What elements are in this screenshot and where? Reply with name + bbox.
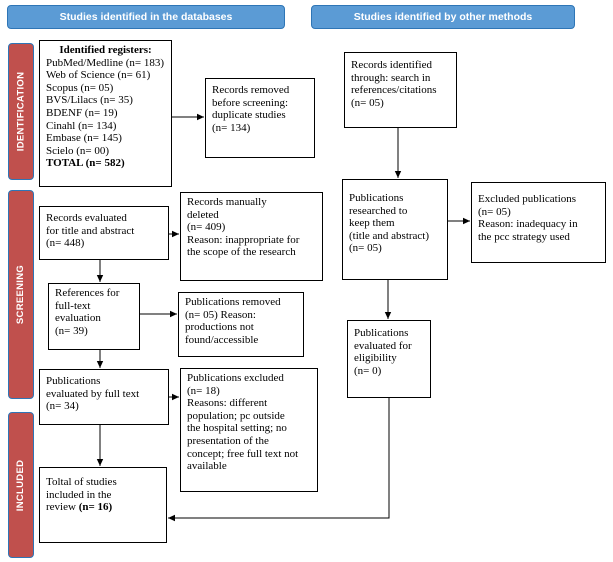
excluded-pubs-line: Excluded publications [478,193,577,205]
included-line: review (n= 16) [46,501,160,514]
records-evaluated-line: Records evaluated [46,212,127,224]
registers-line: Scopus (n= 05) [46,81,114,94]
records-evaluated-line: (n= 448) [46,237,85,250]
full-text-eval-line: Publications [46,375,101,387]
records-other-line: through: search in [351,71,431,84]
researched-line: researched to [349,204,408,217]
pubs-excluded-line: presentation of the [187,434,269,447]
box-evaluated-full-text: Publications evaluated by full text (n= … [39,369,169,425]
box-records-evaluated: Records evaluated for title and abstract… [39,206,169,260]
records-deleted-line: Reason: inappropriate for [187,233,300,246]
eligibility-line: (n= 0) [354,364,382,377]
researched-line: Publications [349,192,404,204]
pubs-excluded-line: available [187,460,227,473]
phase-screening: SCREENING [8,190,34,399]
header-databases-label: Studies identified in the databases [59,11,233,23]
records-evaluated-line: for title and abstract [46,224,135,237]
box-records-removed: Records removed before screening: duplic… [205,78,315,158]
header-other-methods-label: Studies identified by other methods [353,11,533,23]
pubs-excluded-line: (n= 18) [187,384,220,397]
full-text-eval-line: (n= 34) [46,400,79,413]
box-records-deleted: Records manually deleted (n= 409) Reason… [180,192,323,281]
researched-line: (title and abstract) [349,229,430,242]
included-line: included in the [46,488,112,501]
fulltext-ref-line: References for [55,287,120,299]
pubs-excluded-line: Reasons: different [187,397,268,410]
box-records-identified-other: Records identified through: search in re… [344,52,457,128]
records-removed-line: (n= 134) [212,121,251,134]
records-deleted-line: the scope of the research [187,246,296,259]
records-deleted-line: Records manually [187,196,267,208]
included-line: Toltal of studies [46,476,117,488]
pubs-removed-line: found/accessible [185,333,259,346]
records-deleted-line: (n= 409) [187,221,226,234]
pubs-excluded-line: concept; free full text not [187,447,299,460]
records-other-line: references/citations [351,84,437,97]
registers-title: Identified registers: [59,44,152,56]
header-other-methods: Studies identified by other methods [311,5,575,29]
records-other-line: Records identified [351,59,432,71]
box-excluded-publications: Excluded publications (n= 05) Reason: in… [471,182,606,263]
phase-included: INCLUDED [8,412,34,558]
excluded-pubs-line: (n= 05) [478,205,511,218]
records-other-line: (n= 05) [351,96,384,109]
phase-identification: IDENTIFICATION [8,43,34,180]
records-removed-line: duplicate studies [212,109,286,122]
header-databases: Studies identified in the databases [7,5,285,29]
records-deleted-line: deleted [187,208,219,221]
included-review-word: review [46,501,76,514]
box-publications-researched: Publications researched to keep them (ti… [342,179,448,280]
registers-line: BDENF (n= 19) [46,106,118,119]
arrow-eligibility-to-included [168,398,390,522]
eligibility-line: Publications [354,327,409,339]
box-full-text-references: References for full-text evaluation (n= … [48,283,140,350]
records-removed-line: Records removed [212,84,290,96]
researched-line: (n= 05) [349,242,382,255]
pubs-excluded-line: the hospital setting; no [187,422,287,435]
box-evaluated-eligibility: Publications evaluated for eligibility (… [347,320,431,398]
eligibility-line: evaluated for [354,339,412,352]
fulltext-ref-line: evaluation [55,312,101,325]
pubs-removed-line: (n= 05) Reason: [185,308,256,321]
registers-line: Scielo (n= 00) [46,144,110,157]
pubs-removed-line: productions not [185,321,254,334]
registers-line: PubMed/Medline (n= 183) [46,56,165,69]
registers-line: Embase (n= 145) [46,132,122,145]
box-identified-registers: Identified registers: PubMed/Medline (n=… [39,40,172,187]
fulltext-ref-line: (n= 39) [55,324,88,337]
full-text-eval-line: evaluated by full text [46,387,140,400]
excluded-pubs-line: Reason: inadequacy in [478,218,578,231]
eligibility-line: eligibility [354,352,397,365]
box-publications-excluded: Publications excluded (n= 18) Reasons: d… [180,368,318,492]
registers-line: BVS/Lilacs (n= 35) [46,94,133,107]
pubs-excluded-line: population; pc outside [187,409,285,422]
box-studies-included: Toltal of studies included in the review… [39,467,167,543]
included-count: (n= 16) [78,501,113,514]
phase-included-label: INCLUDED [15,459,27,511]
registers-total: TOTAL (n= 582) [46,157,125,170]
registers-line: Cinahl (n= 134) [46,119,117,132]
researched-line: keep them [349,217,395,230]
phase-screening-label: SCREENING [15,264,27,325]
phase-identification-label: IDENTIFICATION [15,71,27,152]
fulltext-ref-line: full-text [55,299,91,312]
registers-line: Web of Science (n= 61) [46,69,151,82]
pubs-removed-line: Publications removed [185,296,281,308]
excluded-pubs-line: the pcc strategy used [478,230,570,243]
records-removed-line: before screening: [212,96,289,109]
box-publications-removed: Publications removed (n= 05) Reason: pro… [178,292,304,357]
pubs-excluded-line: Publications excluded [187,372,284,384]
